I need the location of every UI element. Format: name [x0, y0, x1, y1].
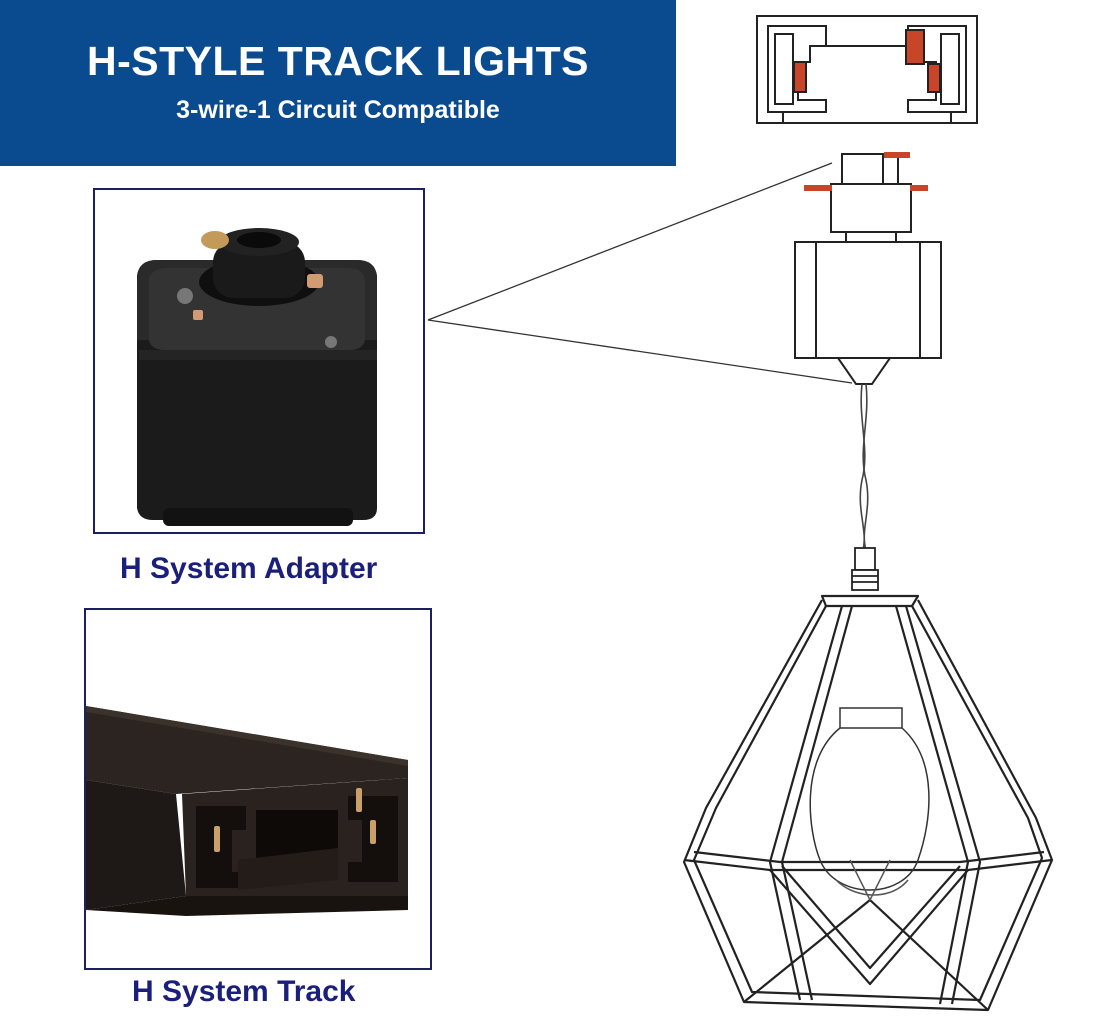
adapter-caption: H System Adapter	[120, 552, 378, 585]
cord-icon	[859, 383, 869, 551]
cage-shade-icon	[682, 594, 1054, 1012]
track-photo-panel	[84, 608, 432, 970]
adapter-photo-icon	[137, 228, 377, 526]
track-cross-section-icon	[756, 15, 978, 124]
callout-lines-icon	[427, 162, 853, 384]
banner-title: H-STYLE TRACK LIGHTS	[87, 38, 589, 84]
track-photo-icon	[86, 706, 408, 916]
adapter-photo-panel	[93, 188, 425, 534]
track-caption: H System Track	[132, 975, 356, 1008]
bulb-icon	[809, 707, 930, 902]
banner-subtitle: 3-wire-1 Circuit Compatible	[176, 96, 500, 124]
header-banner: H-STYLE TRACK LIGHTS 3-wire-1 Circuit Co…	[0, 0, 676, 166]
adapter-contacts-icon	[804, 152, 928, 191]
adapter-drawing-icon	[794, 153, 942, 385]
socket-icon	[851, 547, 879, 591]
